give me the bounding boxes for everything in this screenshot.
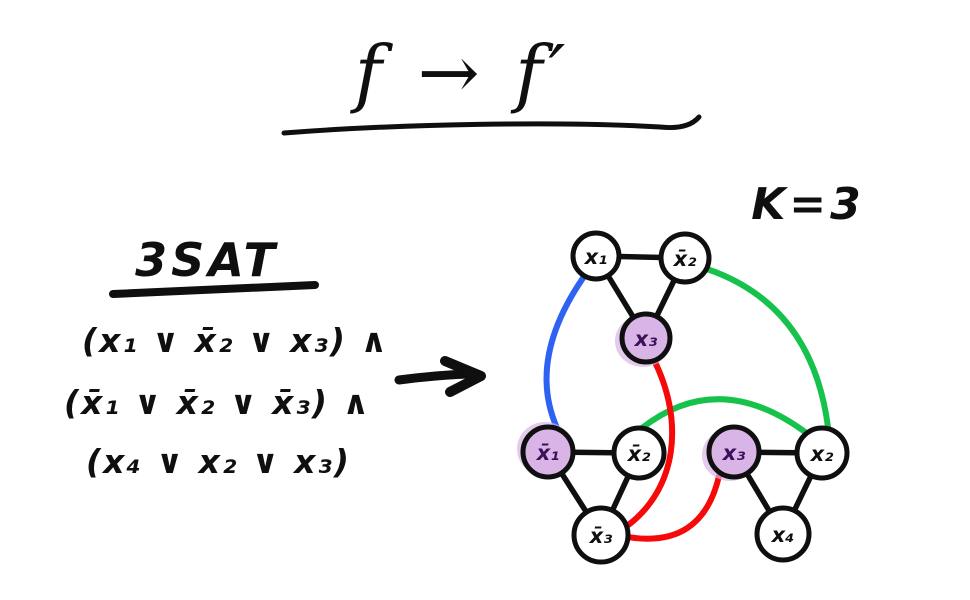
node-label: x̄₂ bbox=[673, 247, 698, 271]
clause-2-gadget: x̄₁ x̄₂ x̄₃ bbox=[517, 422, 667, 565]
clause-3-text: (x₄ ∨ x₂ ∨ x₃) bbox=[86, 442, 351, 481]
node-c2-not-x3 bbox=[571, 505, 631, 565]
conflict-edge-blue-x1 bbox=[543, 275, 586, 431]
node-label: x̄₃ bbox=[589, 524, 613, 548]
clause-1-gadget: x₁ x̄₂ x₃ bbox=[570, 230, 712, 367]
node-c3-x3 bbox=[706, 424, 762, 480]
clause-3-gadget: x₃ x₂ x₄ bbox=[702, 424, 850, 563]
sat-heading: 3SAT bbox=[135, 233, 279, 287]
sat-formula-group: 3SAT (x₁ ∨ x̄₂ ∨ x₃) ∧ (x̄₁ ∨ x̄₂ ∨ x̄₃)… bbox=[64, 233, 389, 481]
node-c1-x3 bbox=[619, 311, 673, 365]
title-underline bbox=[281, 114, 702, 136]
node-c2-not-x2 bbox=[611, 425, 667, 481]
node-c1-x1 bbox=[570, 230, 622, 282]
node-c2-not-x1 bbox=[520, 424, 576, 480]
node-c1-not-x2 bbox=[658, 231, 712, 285]
node-c3-x4 bbox=[754, 505, 812, 563]
node-label: x₄ bbox=[771, 523, 795, 547]
node-label: x₂ bbox=[810, 442, 835, 466]
conflict-edge-red-x3-bottom bbox=[625, 473, 722, 542]
title-text: f → f′ bbox=[350, 30, 572, 116]
k-value-label: K=3 bbox=[751, 179, 865, 230]
title-group: f → f′ bbox=[281, 30, 702, 136]
conflict-edge-green-x2-top bbox=[704, 266, 831, 430]
right-arrow-icon bbox=[394, 356, 486, 397]
node-label: x₃ bbox=[634, 327, 658, 351]
gadget-triangle-edges bbox=[545, 253, 825, 538]
node-label: x₃ bbox=[722, 441, 746, 465]
conflict-edge-green-x2-mid bbox=[639, 396, 812, 438]
reduction-graph: x₁ x̄₂ x₃ x̄₁ x̄₂ x̄₃ x₃ x₂ x₄ bbox=[517, 230, 850, 565]
node-label: x̄₁ bbox=[536, 441, 560, 465]
node-label: x₁ bbox=[584, 245, 608, 269]
node-c3-x2 bbox=[794, 425, 850, 481]
sat-heading-underline bbox=[109, 281, 319, 298]
conflict-edge-red-x3-top bbox=[624, 357, 676, 529]
clause-2-text: (x̄₁ ∨ x̄₂ ∨ x̄₃) ∧ bbox=[64, 383, 371, 422]
node-label: x̄₂ bbox=[627, 442, 652, 466]
arrow-head bbox=[440, 356, 486, 397]
clause-1-text: (x₁ ∨ x̄₂ ∨ x₃) ∧ bbox=[82, 321, 389, 360]
arrow-shaft bbox=[394, 369, 473, 385]
conflict-edges bbox=[543, 266, 831, 542]
